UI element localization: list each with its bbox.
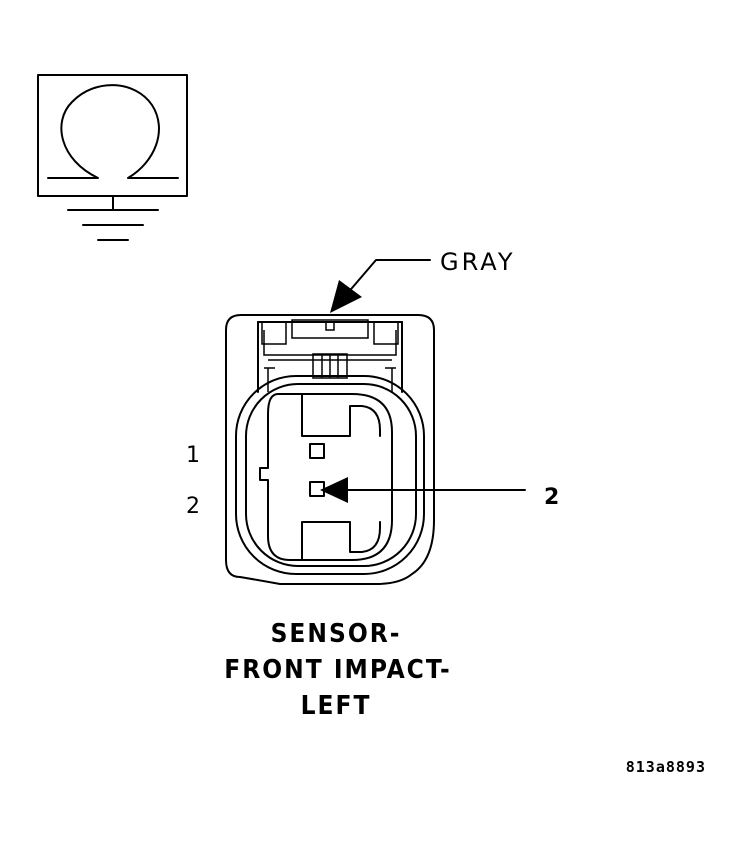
figure-id: 813a8893 [626, 758, 706, 776]
pin-2-callout-arrow [320, 477, 526, 503]
pin-1-label: 1 [186, 443, 200, 468]
connector-face [225, 314, 435, 585]
title-line-2: FRONT IMPACT- [224, 655, 451, 685]
title-line-1: SENSOR- [271, 619, 402, 649]
resistance-ohm-to-ground-icon [37, 74, 188, 241]
pin-2-label: 2 [186, 494, 200, 519]
pin-2-cavity [309, 481, 325, 497]
pin-1-cavity [309, 443, 325, 459]
pin-2-callout-label: 2 [544, 485, 559, 510]
title-line-3: LEFT [301, 691, 372, 721]
color-leader-arrow [330, 259, 431, 313]
connector-color-label: GRAY [440, 248, 516, 276]
